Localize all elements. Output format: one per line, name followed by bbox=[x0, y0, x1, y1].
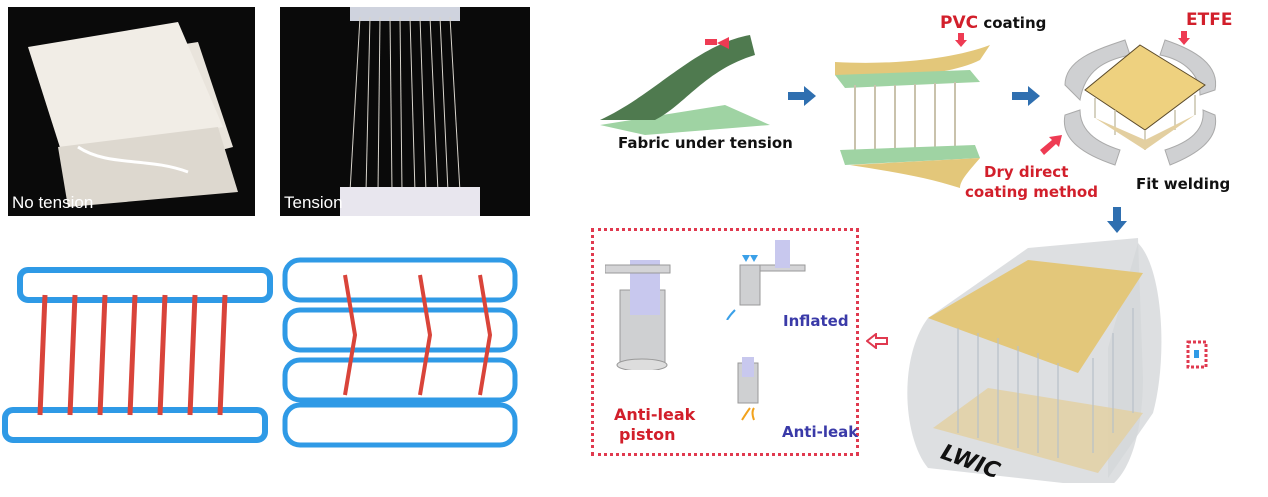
fabric-under-tension-label: Fabric under tension bbox=[618, 134, 793, 152]
inflated-label: Inflated bbox=[783, 312, 849, 330]
dry-coating-line1: Dry direct bbox=[984, 163, 1069, 181]
spacer-fabric-render-top bbox=[282, 257, 518, 448]
inflated-state-illustration bbox=[726, 240, 806, 320]
pvc-highlight: PVC bbox=[940, 13, 979, 33]
arrow-down-icon bbox=[1178, 31, 1190, 45]
fit-welding-label: Fit welding bbox=[1136, 175, 1231, 193]
etfe-fit-welding-illustration bbox=[1063, 39, 1217, 166]
tensioned-fabric-image bbox=[340, 7, 480, 216]
anti-leak-piston-illustration bbox=[605, 260, 671, 370]
lwic-illustration bbox=[907, 238, 1208, 483]
anti-leak-detail-box bbox=[591, 228, 859, 456]
fabric-under-tension-illustration bbox=[600, 35, 770, 135]
etfe-label: ETFE bbox=[1186, 10, 1233, 30]
coating-text: coating bbox=[978, 14, 1047, 32]
photo-label: No tension bbox=[12, 193, 94, 212]
arrow-left-outline-icon bbox=[866, 333, 888, 349]
anti-leak-piston-line2: piston bbox=[619, 425, 676, 444]
arrow-down-icon bbox=[1107, 207, 1127, 233]
fabric-stack-image bbox=[28, 22, 238, 207]
anti-leak-piston-line1: Anti-leak bbox=[614, 405, 696, 424]
pvc-coating-label: PVC coating bbox=[940, 13, 1046, 33]
photo-tension: Tension bbox=[280, 7, 530, 216]
arrow-right-icon bbox=[1012, 86, 1040, 106]
arrow-right-icon bbox=[788, 86, 816, 106]
arrow-diagonal-icon bbox=[1040, 135, 1062, 155]
anti-leak-label: Anti-leak bbox=[782, 423, 859, 441]
arrow-down-icon bbox=[955, 33, 967, 47]
spacer-fabric-render-side bbox=[2, 267, 273, 443]
photo-no-tension: No tension bbox=[8, 7, 255, 216]
pvc-coating-layers-illustration bbox=[835, 45, 990, 188]
photo-label: Tension bbox=[284, 193, 343, 212]
dry-coating-line2: coating method bbox=[965, 183, 1098, 201]
anti-leak-state-illustration bbox=[737, 357, 759, 421]
